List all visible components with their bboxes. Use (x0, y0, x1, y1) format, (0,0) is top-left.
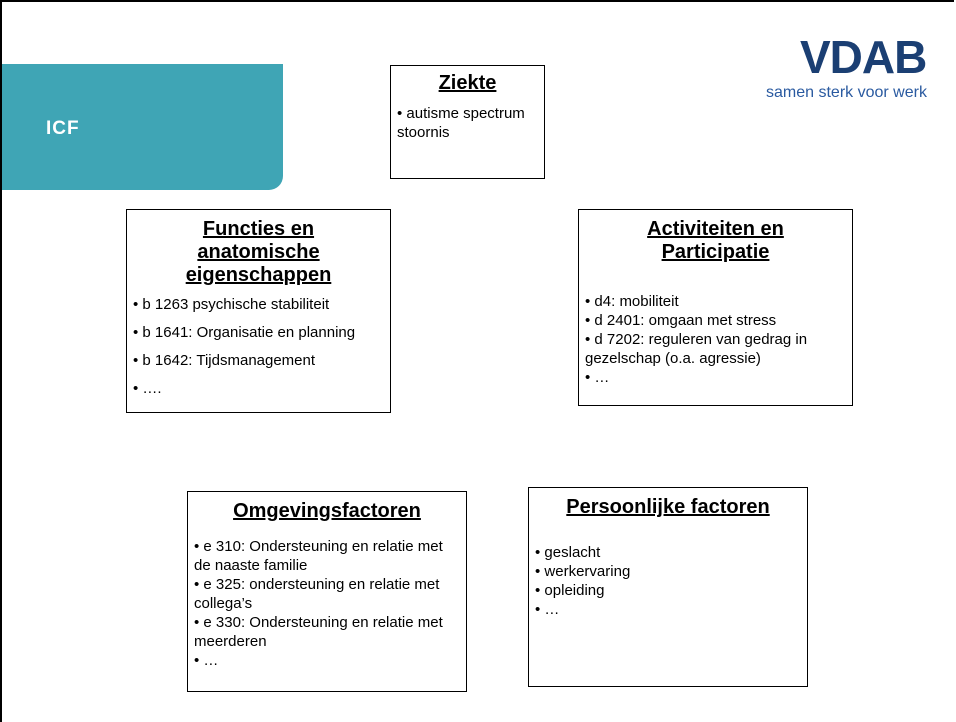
list-item: e 325: ondersteuning en relatie met coll… (194, 575, 460, 613)
list-item: d 2401: omgaan met stress (585, 311, 846, 330)
list-item: e 330: Ondersteuning en relatie met meer… (194, 613, 460, 651)
persoonlijk-box: Persoonlijke factoren geslacht werkervar… (528, 487, 808, 687)
functies-title: Functies en anatomische eigenschappen (185, 218, 332, 286)
list-item: werkervaring (535, 562, 801, 581)
logo-tagline: samen sterk voor werk (766, 84, 927, 101)
logo-wordmark: VDAB (800, 31, 927, 83)
list-item: b 1263 psychische stabiliteit (133, 295, 384, 314)
functies-box: Functies en anatomische eigenschappen b … (126, 209, 391, 413)
list-item: b 1641: Organisatie en planning (133, 323, 384, 342)
list-item: … (535, 600, 801, 619)
list-item: autisme spectrum stoornis (397, 104, 538, 142)
list-item: opleiding (535, 581, 801, 600)
persoonlijk-title: Persoonlijke factoren (566, 496, 770, 518)
activiteiten-title: Activiteiten en Participatie (647, 218, 784, 263)
ziekte-list: autisme spectrum stoornis (397, 104, 538, 142)
list-item: d 7202: reguleren van gedrag in gezelsch… (585, 330, 846, 368)
activiteiten-box: Activiteiten en Participatie d4: mobilit… (578, 209, 853, 406)
activiteiten-list: d4: mobiliteit d 2401: omgaan met stress… (585, 292, 846, 387)
vdab-logo: VDAB samen sterk voor werk (762, 30, 952, 110)
omgeving-box: Omgevingsfactoren e 310: Ondersteuning e… (187, 491, 467, 692)
section-title: ICF (46, 118, 80, 139)
persoonlijk-list: geslacht werkervaring opleiding … (535, 543, 801, 619)
ziekte-box: Ziekte autisme spectrum stoornis (390, 65, 545, 179)
functies-list: b 1263 psychische stabiliteit b 1641: Or… (133, 295, 384, 398)
ziekte-title: Ziekte (438, 72, 497, 94)
list-item: e 310: Ondersteuning en relatie met de n… (194, 537, 460, 575)
omgeving-title: Omgevingsfactoren (233, 500, 421, 522)
omgeving-list: e 310: Ondersteuning en relatie met de n… (194, 537, 460, 670)
list-item: …. (133, 379, 384, 398)
list-item: … (194, 651, 460, 670)
list-item: geslacht (535, 543, 801, 562)
list-item: … (585, 368, 846, 387)
section-tab: ICF (2, 64, 283, 190)
list-item: b 1642: Tijdsmanagement (133, 351, 384, 370)
list-item: d4: mobiliteit (585, 292, 846, 311)
